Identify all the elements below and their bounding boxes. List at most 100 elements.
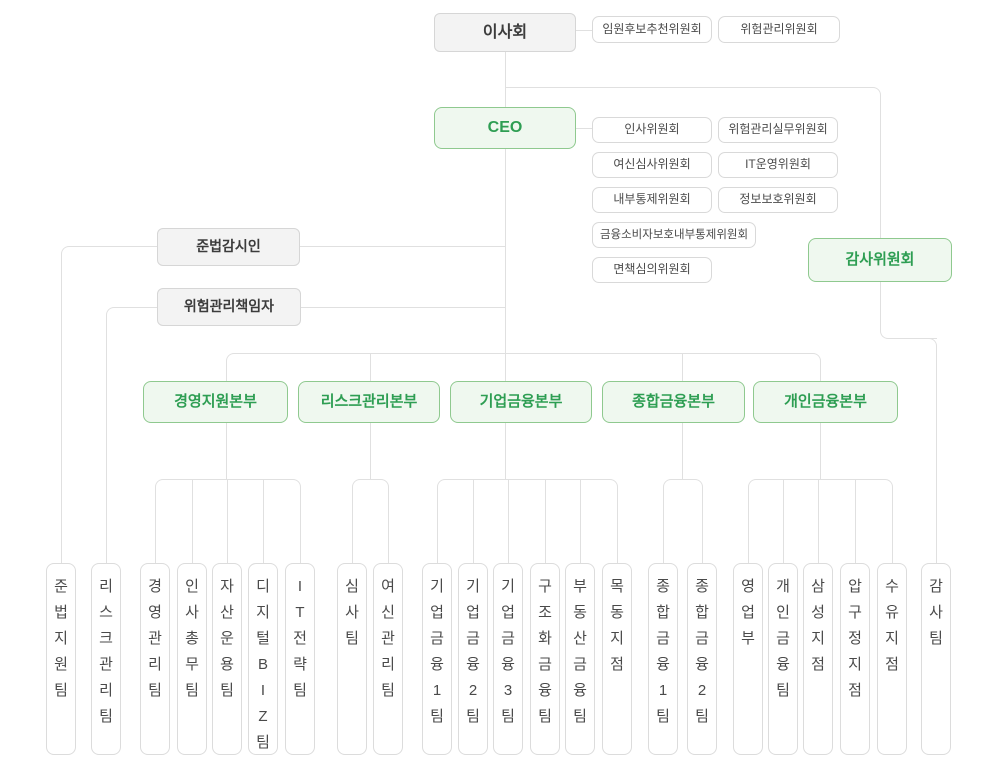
ceo-committee-box: 인사위원회: [592, 117, 712, 143]
team-label: 구 조 화 금 융 팀: [538, 578, 552, 725]
team-label: 수 유 지 점: [885, 578, 899, 673]
division-box: 종합금융본부: [602, 381, 745, 423]
team-box: 종 합 금 융 2 팀: [687, 563, 717, 755]
team-label: 기 업 금 융 1 팀: [430, 578, 444, 725]
connector: [818, 479, 819, 563]
division-box: 경영지원본부: [143, 381, 288, 423]
compliance-officer-box: 준법감시인: [157, 228, 300, 266]
connector: [234, 353, 808, 354]
team-box: 목 동 지 점: [602, 563, 632, 755]
team-box: 감 사 팀: [921, 563, 951, 755]
connector: [155, 479, 164, 564]
connector: [756, 479, 884, 480]
ceo-committee-box: 내부통제위원회: [592, 187, 712, 213]
team-label: 기 업 금 융 2 팀: [466, 578, 480, 725]
team-box: 인 사 총 무 팀: [177, 563, 207, 755]
connector: [226, 353, 239, 382]
team-box: 부 동 산 금 융 팀: [565, 563, 595, 755]
board-box: 이사회: [434, 13, 576, 52]
connector: [370, 423, 371, 479]
team-label: I T 전 략 팀: [293, 578, 307, 699]
board-committee-box: 임원후보추천위원회: [592, 16, 712, 43]
team-box: 종 합 금 융 1 팀: [648, 563, 678, 755]
ceo-box: CEO: [434, 107, 576, 149]
team-box: 디 지 털 B I Z 팀: [248, 563, 278, 755]
audit-committee-box: 감사위원회: [808, 238, 952, 282]
team-label: 심 사 팀: [345, 578, 359, 647]
connector: [855, 479, 856, 563]
connector: [694, 479, 703, 564]
connector: [884, 479, 893, 564]
team-label: 기 업 금 융 3 팀: [501, 578, 515, 725]
team-box: I T 전 략 팀: [285, 563, 315, 755]
connector: [505, 423, 506, 479]
connector: [292, 479, 301, 564]
connector: [682, 423, 683, 479]
connector: [445, 479, 609, 480]
connector: [671, 479, 694, 480]
connector: [545, 479, 546, 563]
team-label: 준 법 지 원 팀: [54, 578, 68, 699]
ceo-committee-box: 위험관리실무위원회: [718, 117, 838, 143]
team-box: 기 업 금 융 2 팀: [458, 563, 488, 755]
connector: [227, 479, 228, 563]
connector: [360, 479, 380, 480]
team-box: 기 업 금 융 1 팀: [422, 563, 452, 755]
team-box: 준 법 지 원 팀: [46, 563, 76, 755]
team-label: 경 영 관 리 팀: [148, 578, 162, 699]
connector: [580, 479, 581, 563]
team-label: 영 업 부: [741, 578, 755, 647]
connector: [505, 52, 506, 107]
connector: [106, 307, 158, 564]
team-label: 부 동 산 금 융 팀: [573, 578, 587, 725]
connector: [505, 87, 881, 239]
connector: [226, 423, 227, 479]
connector: [880, 282, 937, 339]
connector: [301, 307, 505, 308]
connector: [380, 479, 389, 564]
connector: [928, 338, 937, 564]
connector: [609, 479, 618, 564]
team-box: 구 조 화 금 융 팀: [530, 563, 560, 755]
team-box: 압 구 정 지 점: [840, 563, 870, 755]
team-box: 삼 성 지 점: [803, 563, 833, 755]
team-label: 종 합 금 융 2 팀: [695, 578, 709, 725]
team-label: 자 산 운 용 팀: [220, 578, 234, 699]
team-box: 개 인 금 융 팀: [768, 563, 798, 755]
division-box: 리스크관리본부: [298, 381, 440, 423]
connector: [682, 353, 683, 381]
connector: [370, 353, 371, 381]
team-box: 기 업 금 융 3 팀: [493, 563, 523, 755]
connector: [748, 479, 757, 564]
risk-officer-box: 위험관리책임자: [157, 288, 301, 326]
team-box: 자 산 운 용 팀: [212, 563, 242, 755]
team-box: 리 스 크 관 리 팀: [91, 563, 121, 755]
team-box: 영 업 부: [733, 563, 763, 755]
team-box: 경 영 관 리 팀: [140, 563, 170, 755]
team-label: 디 지 털 B I Z 팀: [256, 578, 270, 751]
team-box: 심 사 팀: [337, 563, 367, 755]
team-label: 감 사 팀: [929, 578, 943, 647]
connector: [61, 246, 158, 564]
connector: [576, 128, 592, 129]
connector: [473, 479, 474, 563]
connector: [300, 246, 505, 247]
team-label: 개 인 금 융 팀: [776, 578, 790, 699]
division-box: 개인금융본부: [753, 381, 898, 423]
connector: [663, 479, 672, 564]
connector: [576, 30, 592, 31]
connector: [192, 479, 193, 563]
connector: [783, 479, 784, 563]
team-box: 수 유 지 점: [877, 563, 907, 755]
team-label: 삼 성 지 점: [811, 578, 825, 673]
connector: [820, 423, 821, 479]
team-label: 인 사 총 무 팀: [185, 578, 199, 699]
connector: [263, 479, 264, 563]
team-label: 압 구 정 지 점: [848, 578, 862, 699]
ceo-committee-box: 면책심의위원회: [592, 257, 712, 283]
connector: [505, 149, 506, 381]
ceo-committee-box: IT운영위원회: [718, 152, 838, 178]
ceo-committee-box: 여신심사위원회: [592, 152, 712, 178]
division-box: 기업금융본부: [450, 381, 592, 423]
